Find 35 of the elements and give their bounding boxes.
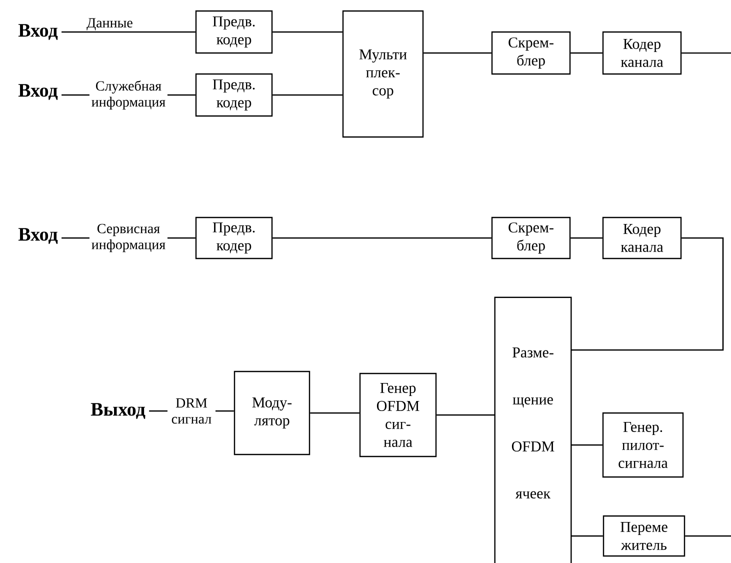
process-box: Кодер канала xyxy=(602,31,682,75)
process-box: Скрем- блер xyxy=(491,31,571,75)
process-box: Генер. пилот- сигнала xyxy=(602,412,684,478)
process-box: Генер OFDM сиг- нала xyxy=(359,372,437,458)
connector-line xyxy=(272,31,342,33)
edge-label: Данные xyxy=(86,18,132,30)
io-label: Выход xyxy=(90,403,146,419)
connector-line xyxy=(62,31,196,33)
connector-line xyxy=(571,535,603,537)
connector-line xyxy=(571,237,724,351)
io-label: Вход xyxy=(18,228,58,244)
process-box: Моду- лятор xyxy=(234,370,310,456)
edge-label: Сервисная информация xyxy=(89,222,168,254)
connector-line xyxy=(570,52,602,54)
connector-line xyxy=(436,414,495,416)
connector-line xyxy=(424,52,492,54)
process-box: Переме житель xyxy=(602,515,686,557)
connector-line xyxy=(310,412,360,414)
io-label: Вход xyxy=(18,24,58,40)
process-box: Кодер канала xyxy=(602,216,682,260)
connector-line xyxy=(571,444,602,446)
process-box: Скрем- блер xyxy=(491,216,571,260)
connector-line xyxy=(272,237,492,239)
edge-label: DRM сигнал xyxy=(168,397,216,425)
process-box: Разме- щение OFDM ячеек xyxy=(494,296,572,563)
connector-line xyxy=(570,237,602,239)
process-box: Предв. кодер xyxy=(195,73,273,117)
edge-label: Служебная информация xyxy=(89,80,168,110)
connector-line xyxy=(685,535,731,537)
process-box: Предв. кодер xyxy=(195,10,273,54)
connector-line xyxy=(682,52,731,54)
io-label: Вход xyxy=(18,84,58,100)
connector-line xyxy=(272,94,342,96)
process-box: Мульти плек- сор xyxy=(342,10,424,138)
process-box: Предв. кодер xyxy=(195,216,273,260)
